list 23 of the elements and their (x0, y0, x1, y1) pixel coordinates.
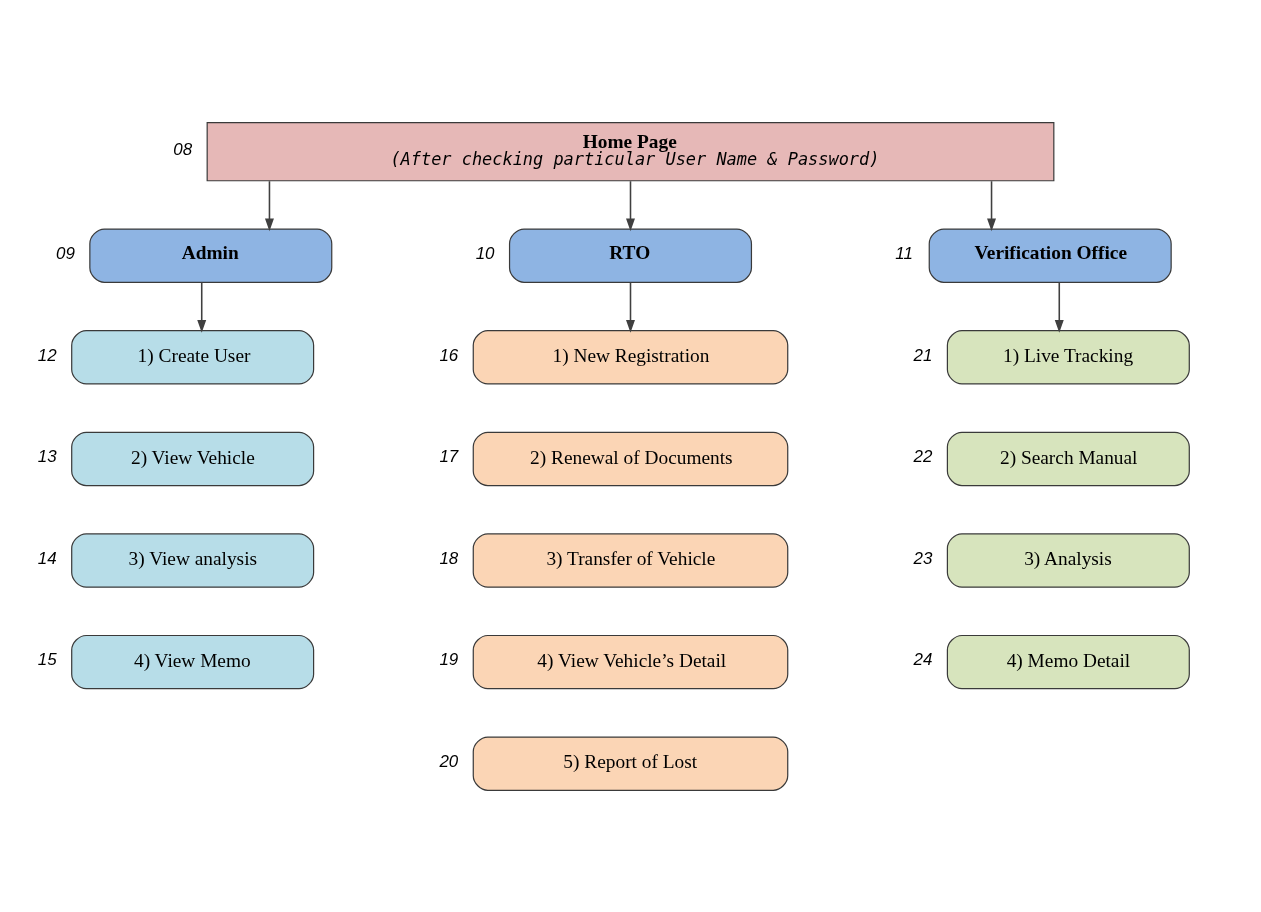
node-label: 11 (895, 243, 913, 263)
node-label: 14 (37, 548, 57, 568)
node-label: 09 (55, 243, 75, 263)
node-label: 22 (913, 446, 933, 466)
arrow (1054, 281, 1064, 333)
node-label: 12 (37, 345, 57, 365)
arrow (197, 281, 207, 333)
node-label: 20 (439, 751, 459, 771)
node-label: 23 (913, 548, 933, 568)
node-label: 10 (475, 243, 495, 263)
arrow (264, 179, 274, 231)
node-label: 18 (439, 548, 459, 568)
node-label: 24 (913, 649, 933, 669)
node-label: 19 (439, 649, 459, 669)
arrow (987, 179, 997, 231)
node-label: 15 (37, 649, 57, 669)
node-label: 16 (439, 345, 459, 365)
arrow (626, 281, 635, 333)
node-label: 08 (173, 139, 193, 159)
node-label: 13 (37, 446, 57, 466)
node-label: 17 (439, 446, 459, 466)
node-label: 21 (913, 345, 933, 365)
arrow (626, 179, 635, 231)
